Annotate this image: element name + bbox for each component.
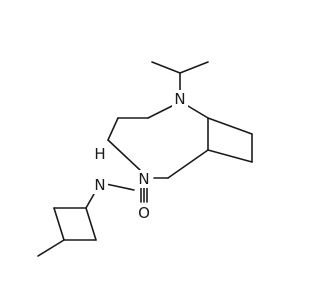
bond-isopropyl-methyl-right xyxy=(179,61,209,74)
bond-cyclobutane-methyl xyxy=(37,239,65,257)
label-bg-n-ring xyxy=(136,170,152,188)
molecule-structure-diagram: N N N H O xyxy=(37,61,253,257)
bond-carbonyl-c-to-nh xyxy=(105,183,135,191)
label-bg-nh-amide xyxy=(92,176,108,194)
bond-cyclobutane-right xyxy=(85,207,97,241)
label-bg-h-amide xyxy=(92,145,108,163)
bond-layer xyxy=(37,61,253,257)
atom-label-n-bridge: N xyxy=(174,90,185,108)
bond-cyclopentyl-top xyxy=(207,117,253,135)
label-bg-n-bridge xyxy=(172,90,188,108)
atom-label-layer: N N N H O xyxy=(92,90,188,222)
bond-cyclobutane-left xyxy=(53,207,65,241)
bond-nh-to-cyclobutyl xyxy=(85,193,95,209)
bond-isopropyl-methyl-left xyxy=(151,61,181,74)
bond-ring-left-down xyxy=(107,117,119,141)
bond-ring-left-to-n xyxy=(107,139,141,171)
bond-bridge-n-to-c-left xyxy=(147,105,173,119)
atom-label-nh-amide: N xyxy=(94,176,105,194)
bond-bridge-n-to-c-right xyxy=(187,105,209,119)
atom-label-n-ring: N xyxy=(138,170,149,188)
label-bg-o-carbonyl xyxy=(136,204,152,222)
bond-ring-ch2-to-bridgehead xyxy=(167,149,209,179)
atom-label-o-carbonyl: O xyxy=(138,204,150,222)
atom-label-h-amide: H xyxy=(94,145,105,163)
bond-cyclopentyl-bottom xyxy=(207,149,253,163)
